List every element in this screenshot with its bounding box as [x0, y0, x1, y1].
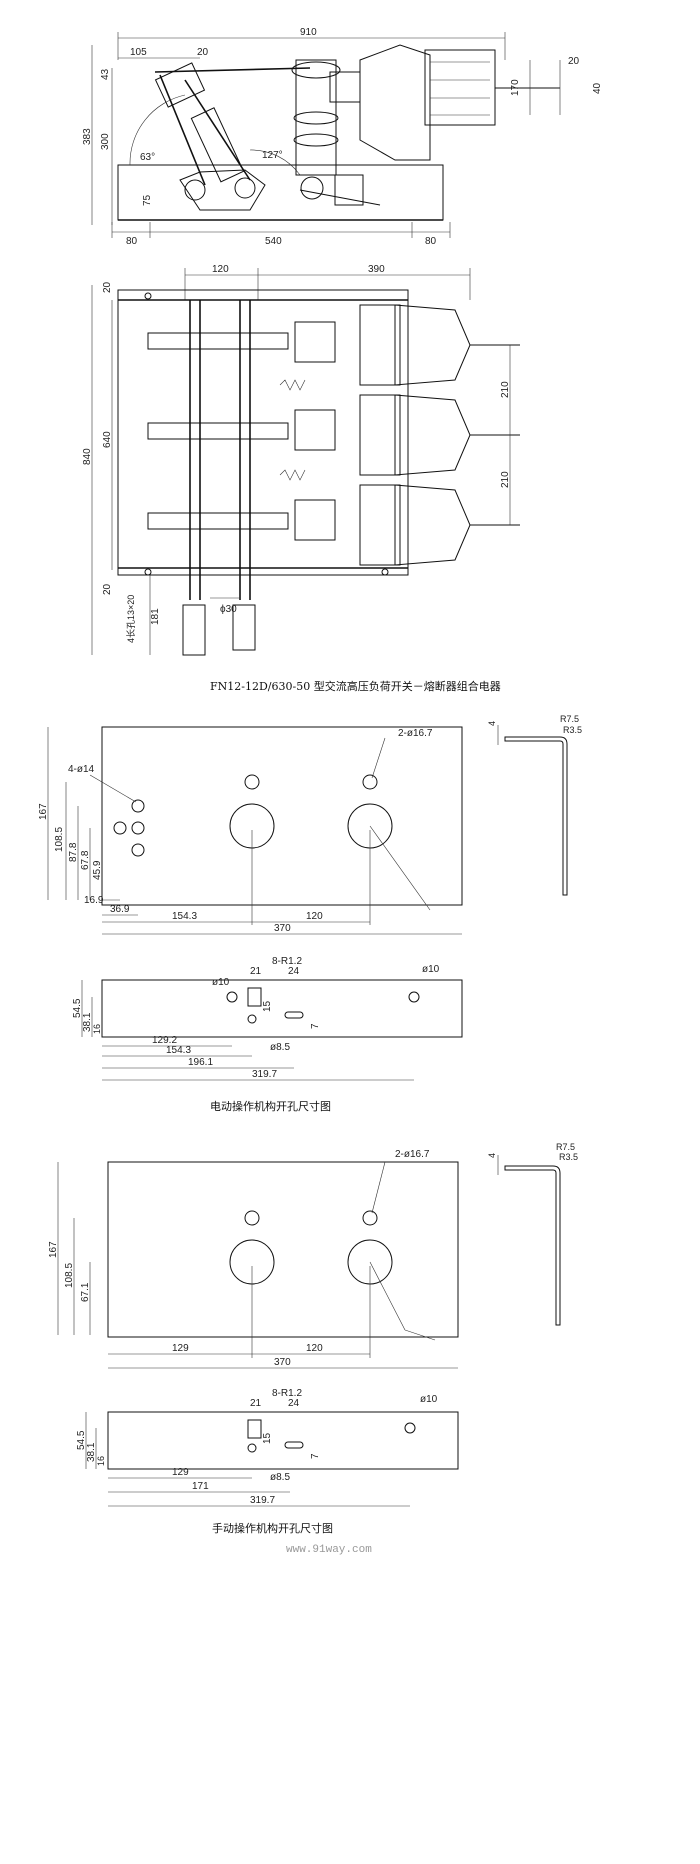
dim-20-bottom: 20 — [102, 583, 113, 595]
small-hole-upper-center — [244, 774, 260, 790]
dim-129-2: 129.2 — [152, 1035, 177, 1046]
dim-210b: 210 — [500, 471, 511, 488]
electric-panel-drawing: 2-ø16.7 4-ø14 167 108.5 87.8 67.8 45.9 1… — [38, 726, 463, 935]
bracket-profile-manual: 4 R7.5 R3.5 — [487, 1142, 578, 1326]
label-8-R1-2: 8-R1.2 — [272, 956, 302, 967]
dim-21: 21 — [250, 966, 262, 977]
dim-7-manual: 7 — [310, 1453, 321, 1459]
dim-87-8: 87.8 — [68, 842, 79, 862]
dim-40: 40 — [592, 82, 603, 94]
dim-80b: 80 — [425, 236, 437, 247]
label-phi8-5: ø8.5 — [270, 1042, 290, 1053]
dim-319-7: 319.7 — [252, 1069, 277, 1080]
dim-20-top: 20 — [102, 281, 113, 293]
dim-80a: 80 — [126, 236, 138, 247]
dim-67-1: 67.1 — [80, 1282, 91, 1302]
dim-120: 120 — [306, 911, 323, 922]
dim-67-8: 67.8 — [80, 850, 91, 870]
dim-43: 43 — [100, 68, 111, 80]
dim-120: 120 — [212, 264, 229, 275]
dim-181: 181 — [150, 608, 161, 625]
dim-15: 15 — [262, 1000, 273, 1012]
label-r7-5: R7.5 — [560, 714, 579, 724]
dim-21-manual: 21 — [250, 1398, 262, 1409]
dim-16-manual: 16 — [96, 1456, 106, 1466]
label-2-holes-16-7-manual: 2-ø16.7 — [395, 1149, 430, 1160]
dim-390: 390 — [368, 264, 385, 275]
dim-16-9: 16.9 — [84, 895, 104, 906]
dim-20a: 20 — [197, 47, 209, 58]
dim-129-manual: 129 — [172, 1343, 189, 1354]
dim-383: 383 — [82, 128, 93, 145]
dim-210a: 210 — [500, 381, 511, 398]
dim-108-5: 108.5 — [54, 827, 65, 852]
dim-54-5-manual: 54.5 — [76, 1430, 87, 1450]
dim-7: 7 — [310, 1023, 321, 1029]
dim-105: 105 — [130, 47, 147, 58]
plan-view-drawing: 120 390 840 640 20 20 — [82, 264, 520, 693]
dim-540: 540 — [265, 236, 282, 247]
dim-167: 167 — [38, 803, 49, 820]
angle-127: 127° — [262, 150, 283, 161]
manual-panel-drawing: 2-ø16.7 167 108.5 67.1 129 120 370 — [48, 1149, 459, 1369]
dim-640: 640 — [102, 431, 113, 448]
dim-370-manual: 370 — [274, 1357, 291, 1368]
dim-16: 16 — [92, 1024, 102, 1034]
dim-54-5: 54.5 — [72, 998, 83, 1018]
note-slot-holes: 4长孔13×20 — [125, 595, 136, 643]
label-4-holes-14: 4-ø14 — [68, 764, 95, 775]
caption-figure-2: 电动操作机构开孔尺寸图 — [210, 1099, 331, 1113]
side-view-drawing: 910 105 20 20 40 170 43 383 300 75 63° 1… — [82, 27, 603, 247]
label-phi10-b: ø10 — [422, 964, 440, 975]
dim-phi30: ϕ30 — [220, 604, 237, 615]
dim-129-strip-manual: 129 — [172, 1467, 189, 1478]
caption-figure-3: 手动操作机构开孔尺寸图 — [212, 1521, 333, 1535]
dim-38-1-manual: 38.1 — [86, 1442, 97, 1462]
watermark: www.91way.com — [286, 1544, 372, 1556]
label-r3-5-manual: R3.5 — [559, 1152, 578, 1162]
dim-108-5-manual: 108.5 — [64, 1263, 75, 1288]
caption-figure-1: FN12-12D/630-50 型交流高压负荷开关－熔断器组合电器 — [210, 679, 501, 693]
dim-840: 840 — [82, 448, 93, 465]
electric-strip-drawing: ø10 21 8-R1.2 24 ø10 15 7 ø8.5 54.5 38.1… — [72, 956, 463, 1113]
dim-300: 300 — [100, 133, 111, 150]
label-phi10-manual: ø10 — [420, 1394, 438, 1405]
label-phi8-5-manual: ø8.5 — [270, 1472, 290, 1483]
dim-154-3: 154.3 — [166, 1045, 191, 1056]
label-8-R1-2-manual: 8-R1.2 — [272, 1388, 302, 1399]
label-2-holes-16-7: 2-ø16.7 — [398, 728, 433, 739]
phase-2 — [147, 394, 520, 476]
dim-196-1: 196.1 — [188, 1057, 213, 1068]
dim-38-1: 38.1 — [82, 1012, 93, 1032]
dim-36-9: 36.9 — [110, 904, 130, 915]
dim-319-7-manual: 319.7 — [250, 1495, 275, 1506]
phase-3 — [147, 484, 520, 566]
dim-45-9: 45.9 — [92, 860, 103, 880]
dim-thickness-4-manual: 4 — [487, 1153, 497, 1158]
label-r3-5: R3.5 — [563, 725, 582, 735]
dim-15-manual: 15 — [262, 1432, 273, 1444]
dim-910: 910 — [300, 27, 317, 38]
dim-154-3: 154.3 — [172, 911, 197, 922]
dim-370: 370 — [274, 923, 291, 934]
dim-24-manual: 24 — [288, 1398, 300, 1409]
dim-thickness-4: 4 — [487, 721, 497, 726]
dim-24: 24 — [288, 966, 300, 977]
dim-120-manual: 120 — [306, 1343, 323, 1354]
label-r7-5-manual: R7.5 — [556, 1142, 575, 1152]
bracket-profile-electric: 4 R7.5 R3.5 — [487, 714, 582, 896]
angle-63: 63° — [140, 152, 155, 163]
phase-1 — [147, 304, 520, 386]
dim-20b: 20 — [568, 56, 580, 67]
dim-171: 171 — [192, 1481, 209, 1492]
dim-167-manual: 167 — [48, 1241, 59, 1258]
dim-170: 170 — [510, 79, 521, 96]
label-phi10-a: ø10 — [212, 977, 230, 988]
manual-strip-drawing: 21 8-R1.2 24 ø10 15 7 ø8.5 54.5 38.1 16 … — [76, 1388, 459, 1535]
dim-75: 75 — [142, 194, 153, 206]
